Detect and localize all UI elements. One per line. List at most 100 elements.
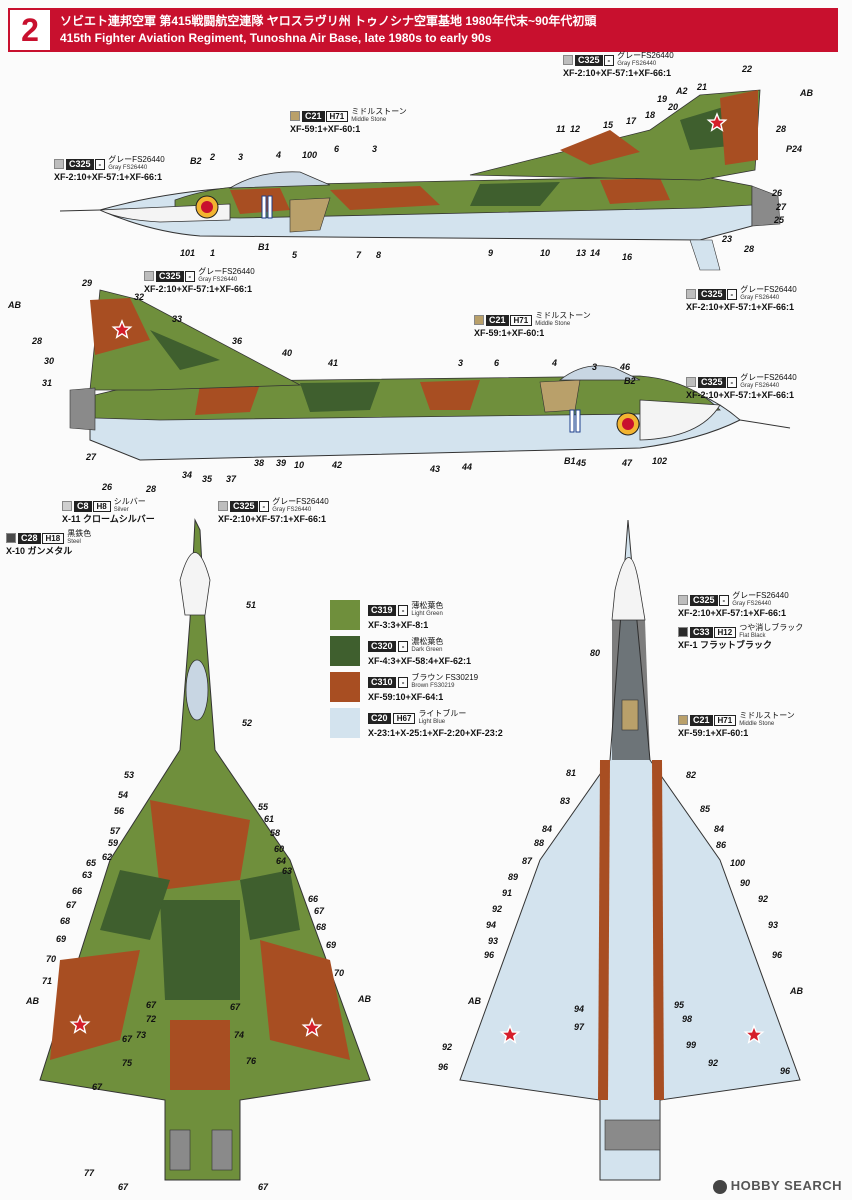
callout: 67 — [118, 1182, 129, 1192]
callout: 45 — [576, 458, 587, 468]
callout: 69 — [326, 940, 337, 950]
callout: 44 — [462, 462, 473, 472]
callout: 67 — [92, 1082, 103, 1092]
callout: 94 — [574, 1004, 585, 1014]
callout: 8 — [376, 250, 382, 260]
callout: 55 — [258, 802, 269, 812]
top-view — [39, 518, 371, 1181]
callout: 75 — [122, 1058, 133, 1068]
swatch-light-green — [330, 600, 360, 630]
callout: 41 — [328, 358, 339, 368]
callout: 66 — [308, 894, 319, 904]
callout: 73 — [136, 1030, 147, 1040]
callout: 59 — [108, 838, 119, 848]
callout: 1 — [210, 248, 216, 258]
callout: 15 — [603, 120, 614, 130]
callout: 60 — [274, 844, 285, 854]
callout: 31 — [42, 378, 53, 388]
swatch-middle-stone — [290, 111, 300, 121]
callout: 92 — [442, 1042, 453, 1052]
callout: 39 — [276, 458, 287, 468]
callout: 92 — [758, 894, 769, 904]
callout: 5 — [292, 250, 298, 260]
callout: 67 — [258, 1182, 269, 1192]
callout: 95 — [674, 1000, 685, 1010]
swatch-gray — [686, 377, 696, 387]
callout: 52 — [242, 718, 253, 728]
callout: 102 — [652, 456, 668, 466]
callout: 70 — [334, 968, 345, 978]
callout: 96 — [772, 950, 783, 960]
callout: 93 — [768, 920, 779, 930]
callout: AB — [790, 986, 803, 996]
callout: 62 — [102, 852, 113, 862]
callout: 92 — [492, 904, 503, 914]
callout: 4 — [552, 358, 558, 368]
callout: 34 — [182, 470, 193, 480]
callout: 91 — [502, 888, 513, 898]
callout: 76 — [246, 1056, 257, 1066]
callout: AB — [8, 300, 21, 310]
callout: 26 — [772, 188, 783, 198]
callout: 6 — [334, 144, 340, 154]
watermark: HOBBY SEARCH — [712, 1178, 842, 1194]
callout: 32 — [134, 292, 145, 302]
callout: 46 — [620, 362, 631, 372]
callout: 99 — [686, 1040, 697, 1050]
swatch-gray — [678, 595, 688, 605]
callout: 18 — [645, 110, 656, 120]
callout: 85 — [700, 804, 711, 814]
callout: 35 — [202, 474, 213, 484]
callout: 68 — [60, 916, 71, 926]
hobby-search-logo-icon — [712, 1180, 727, 1194]
swatch-gray — [54, 159, 64, 169]
callout: 12 — [570, 124, 581, 134]
callout: 10 — [540, 248, 551, 258]
callout: 100 — [302, 150, 318, 160]
callout: 36 — [232, 336, 243, 346]
swatch-gray — [563, 55, 573, 65]
callout: 94 — [486, 920, 497, 930]
callout: 70 — [46, 954, 57, 964]
callout: 86 — [716, 840, 727, 850]
callout: 100 — [730, 858, 746, 868]
callout: 28 — [146, 484, 157, 494]
callout: 20 — [668, 102, 679, 112]
callout: 63 — [282, 866, 293, 876]
swatch-silver — [62, 501, 72, 511]
callout: 7 — [356, 250, 362, 260]
callout: 23 — [722, 234, 733, 244]
callout: 83 — [560, 796, 571, 806]
callout: 66 — [72, 886, 83, 896]
callout: B2 — [190, 156, 202, 166]
callout: 3 — [592, 362, 598, 372]
title-japanese: ソビエト連邦空軍 第415戦闘航空連隊 ヤロスラヴリ州 トゥノシナ空軍基地 19… — [60, 14, 597, 28]
callout: 68 — [316, 922, 327, 932]
callout: 37 — [226, 474, 237, 484]
callout: 38 — [254, 458, 265, 468]
callout: 47 — [622, 458, 633, 468]
callout: 56 — [114, 806, 125, 816]
callout: B1 — [258, 242, 270, 252]
callout: 61 — [264, 814, 275, 824]
callout: 97 — [574, 1022, 585, 1032]
callout: 96 — [438, 1062, 449, 1072]
swatch-middle-stone — [678, 715, 688, 725]
callout: 84 — [714, 824, 725, 834]
callout: 30 — [44, 356, 55, 366]
callout: 67 — [230, 1002, 241, 1012]
callout: 93 — [488, 936, 499, 946]
callout: 29 — [82, 278, 93, 288]
callout: 77 — [84, 1168, 95, 1178]
callout: 80 — [590, 648, 601, 658]
swatch-brown — [330, 672, 360, 702]
page-header: 2 ソビエト連邦空軍 第415戦闘航空連隊 ヤロスラヴリ州 トゥノシナ空軍基地 … — [8, 8, 838, 52]
callout: 92 — [708, 1058, 719, 1068]
